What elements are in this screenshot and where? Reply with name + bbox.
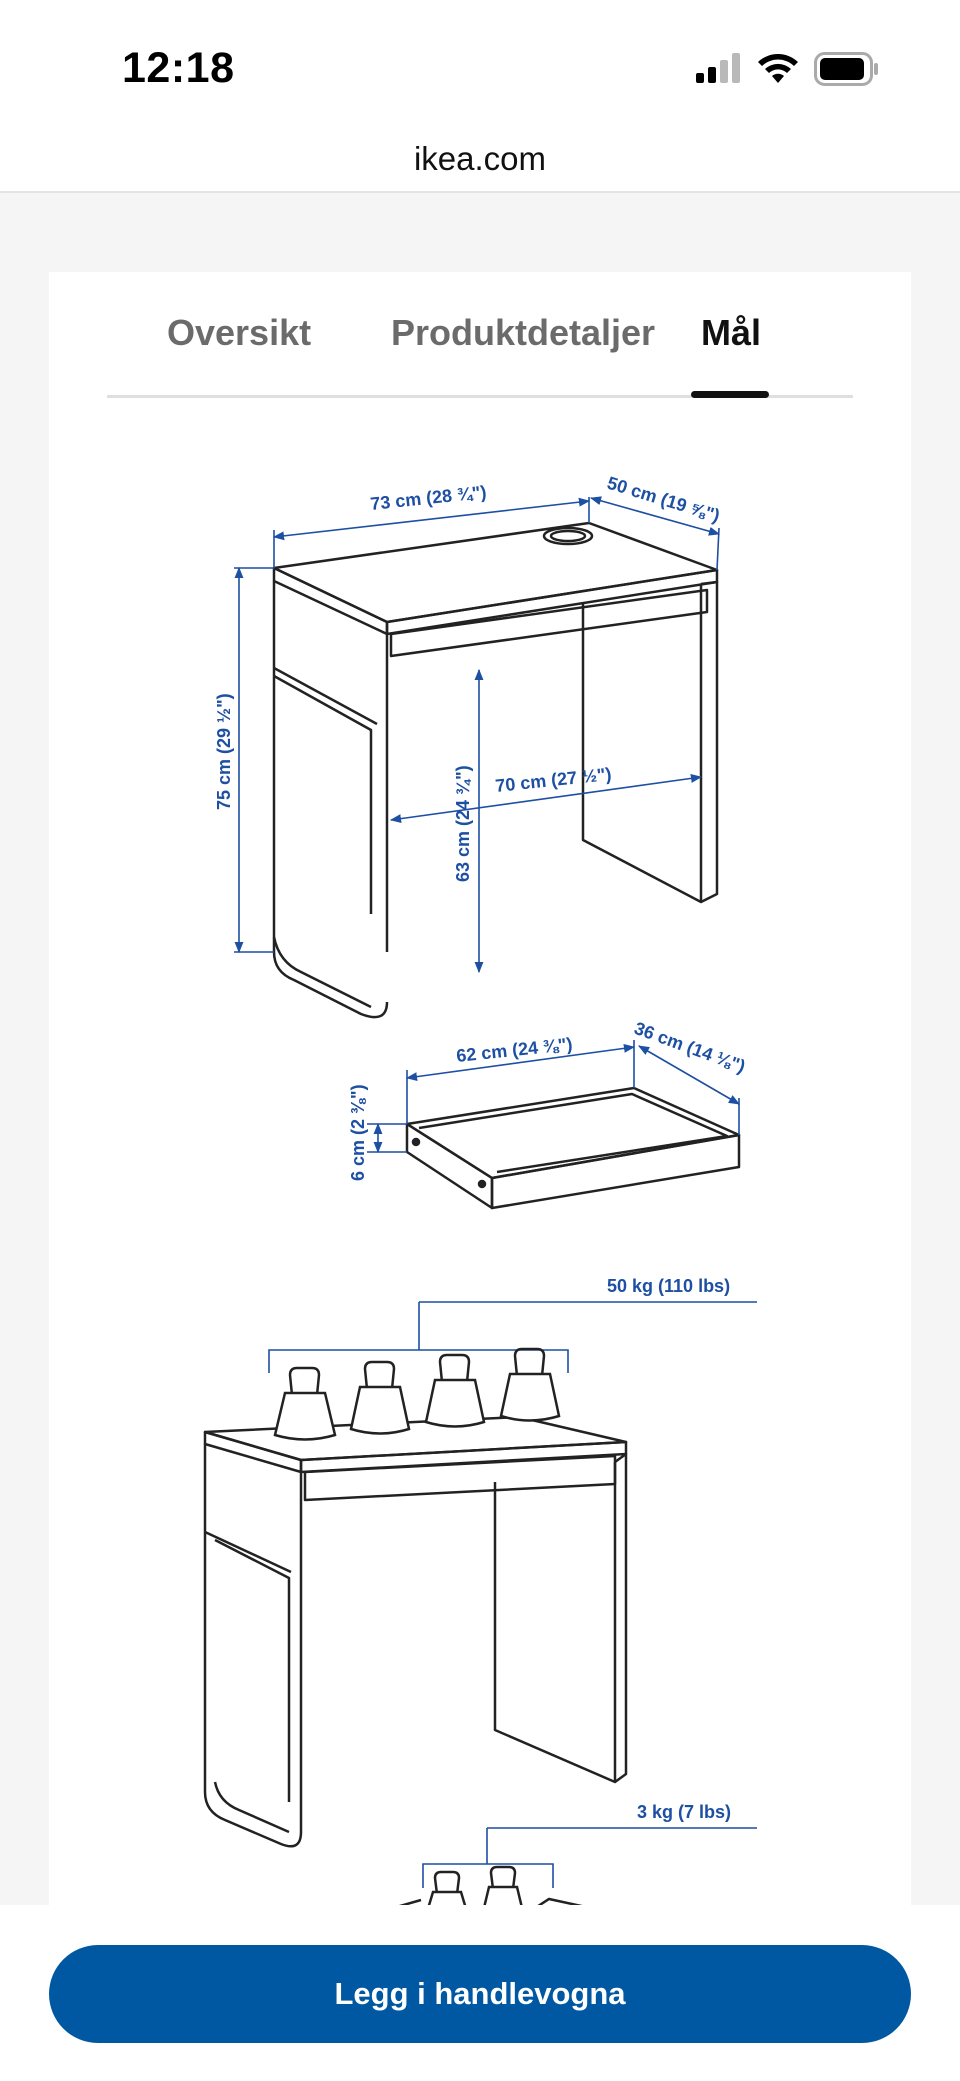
tab-product-details[interactable]: Produktdetaljer — [391, 312, 656, 353]
status-icons — [694, 52, 880, 86]
tab-bar: Oversikt Produktdetaljer Mål — [107, 272, 853, 398]
drawer-dimension-lines — [367, 1040, 740, 1154]
active-tab-indicator — [691, 391, 769, 398]
drawer-width-label: 62 cm (24 ⅜") — [455, 1034, 573, 1066]
weight-icon-4 — [499, 1347, 561, 1422]
load-desk-drawing — [203, 1415, 628, 1848]
desk-width-label: 73 cm (28 ¾") — [369, 482, 487, 514]
drawer-depth-label: 36 cm (14 ⅛") — [632, 1018, 748, 1077]
dimensions-illustration: 73 cm (28 ¾") 50 cm (19 ⅝") 75 cm (29 ½"… — [203, 473, 757, 1912]
drawer-height-label: 6 cm (2 ⅜") — [348, 1084, 368, 1181]
wifi-icon — [758, 54, 798, 83]
drawer-load-callout — [422, 1827, 757, 1888]
weight-icon-2 — [349, 1360, 411, 1435]
cellular-signal-icon — [696, 53, 740, 83]
tabletop-load-label: 50 kg (110 lbs) — [607, 1276, 730, 1296]
url-bar[interactable]: ikea.com — [0, 130, 960, 193]
status-bar: 12:18 — [0, 0, 960, 130]
drawer-drawing — [405, 1086, 741, 1210]
product-info-card: Oversikt Produktdetaljer Mål — [49, 272, 911, 1912]
url-text: ikea.com — [413, 140, 547, 177]
knee-height-label: 63 cm (24 ¾") — [453, 765, 473, 882]
bottom-action-bar: Legg i handlevogna — [0, 1905, 960, 2081]
status-time: 12:18 — [122, 44, 235, 92]
tabletop-load-callout — [268, 1301, 757, 1373]
tab-dimensions[interactable]: Mål — [701, 312, 762, 353]
desk-dimension-lines — [234, 496, 721, 974]
desk-drawing — [272, 521, 719, 1019]
battery-icon — [814, 52, 878, 86]
desk-height-label: 75 cm (29 ½") — [214, 693, 234, 810]
weight-icon-3 — [424, 1353, 486, 1428]
weight-icons — [273, 1347, 561, 1441]
add-to-cart-button[interactable]: Legg i handlevogna — [49, 1945, 911, 2043]
weight-icon-1 — [273, 1366, 337, 1441]
drawer-load-label: 3 kg (7 lbs) — [637, 1802, 731, 1822]
tab-overview[interactable]: Oversikt — [167, 312, 312, 353]
